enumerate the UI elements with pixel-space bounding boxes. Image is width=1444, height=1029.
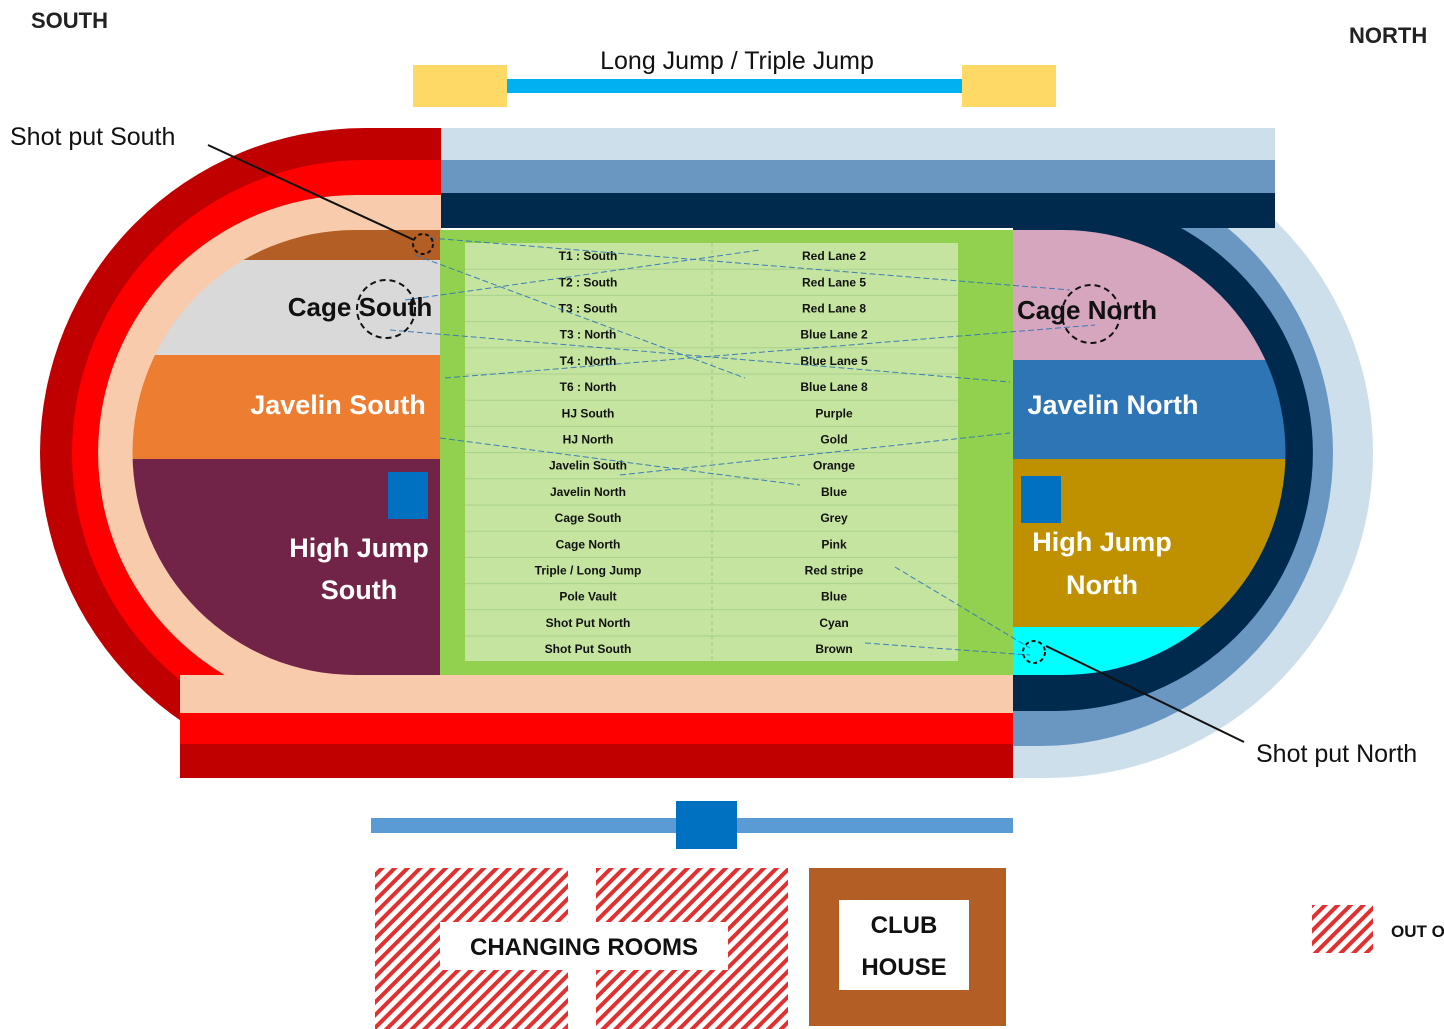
key-table-colour: Red Lane 8 xyxy=(802,302,866,316)
key-table-event: T2 : South xyxy=(559,275,618,289)
back-straight-navy xyxy=(441,193,1275,228)
key-table-colour: Brown xyxy=(815,642,852,656)
lower-runway-box xyxy=(676,801,737,849)
javelin-south-label: Javelin South xyxy=(250,390,426,420)
runway-strip xyxy=(507,79,962,93)
key-table-colour: Red stripe xyxy=(805,564,864,578)
cage-south-circle xyxy=(356,279,416,339)
key-table-event: T3 : South xyxy=(559,302,618,316)
javelin-south-area xyxy=(132,355,440,459)
key-table-rules xyxy=(465,268,958,637)
club-house-label-1: CLUB xyxy=(871,912,938,939)
key-table-event: T1 : South xyxy=(559,249,618,263)
key-table-colour: Blue Lane 5 xyxy=(800,354,868,368)
shot-put-south-pointer xyxy=(207,144,415,241)
key-table-event: Javelin North xyxy=(550,485,626,499)
home-straight-red xyxy=(180,713,1013,744)
key-table-event: Shot Put North xyxy=(546,616,631,630)
key-table-event: T4 : North xyxy=(560,354,617,368)
shot-put-north-pointer xyxy=(1045,645,1245,743)
key-table-colour: Blue Lane 8 xyxy=(800,380,868,394)
key-table-event: Javelin South xyxy=(549,459,627,473)
high-jump-south-label-1: High Jump xyxy=(289,533,429,563)
key-table-colour: Grey xyxy=(820,511,848,525)
north-corner-label: NORTH xyxy=(1349,23,1427,48)
high-jump-south-label-2: South xyxy=(321,575,397,605)
key-table-event: Cage South xyxy=(555,511,622,525)
key-table-bg xyxy=(465,243,958,661)
home-straight-dark-red xyxy=(180,744,1013,778)
out-of-bounds-label: OUT OF BOUNDS xyxy=(1391,922,1444,941)
key-table-colour: Blue Lane 2 xyxy=(800,328,868,342)
javelin-north-label: Javelin North xyxy=(1027,390,1198,420)
javelin-north-area xyxy=(1013,360,1286,459)
high-jump-north-label-2: North xyxy=(1066,570,1138,600)
pole-vault-box-north xyxy=(1021,476,1061,523)
high-jump-north-label-1: High Jump xyxy=(1032,527,1172,557)
home-straight-peach xyxy=(180,675,1013,713)
key-table-colour: Pink xyxy=(821,537,847,551)
key-table-event: T3 : North xyxy=(560,328,617,342)
key-table-colour: Purple xyxy=(815,406,853,420)
changing-rooms-label-box xyxy=(440,922,728,970)
key-table-event: HJ South xyxy=(562,406,615,420)
key-table: T1 : South Red Lane 2 T2 : South Red Lane 5… xyxy=(535,249,868,656)
key-table-colour: Blue xyxy=(821,590,847,604)
key-table-event: T6 : North xyxy=(560,380,617,394)
key-table-event: Triple / Long Jump xyxy=(535,564,642,578)
key-table-colour: Orange xyxy=(813,459,855,473)
key-table-event: Pole Vault xyxy=(559,590,616,604)
key-table-colour: Cyan xyxy=(819,616,848,630)
south-corner-label: SOUTH xyxy=(31,8,108,33)
club-house-label-2: HOUSE xyxy=(861,954,946,981)
shot-put-south-circle xyxy=(412,233,434,255)
shot-put-south-callout: Shot put South xyxy=(10,123,175,151)
shot-put-north-callout: Shot put North xyxy=(1256,740,1417,768)
club-house-label-box xyxy=(839,900,969,990)
key-table-event: HJ North xyxy=(563,433,614,447)
runway-label: Long Jump / Triple Jump xyxy=(600,47,874,75)
key-table-event: Cage North xyxy=(556,537,621,551)
leader-lines xyxy=(389,237,1096,656)
key-table-colour: Red Lane 2 xyxy=(802,249,866,263)
key-table-colour: Blue xyxy=(821,485,847,499)
runway-sand-pit-north xyxy=(962,65,1056,107)
key-table-event: Shot Put South xyxy=(545,642,632,656)
out-of-bounds-swatch xyxy=(1312,905,1373,953)
changing-rooms-label: CHANGING ROOMS xyxy=(470,934,698,961)
back-straight-steel-blue xyxy=(441,160,1275,193)
back-straight-pale-blue xyxy=(441,128,1275,160)
cage-north-circle xyxy=(1061,284,1121,344)
cage-north-label: Cage North xyxy=(1017,295,1157,325)
key-table-colour: Gold xyxy=(820,433,847,447)
pole-vault-box-south xyxy=(388,472,428,519)
cage-south-label: Cage South xyxy=(288,292,432,322)
shot-put-north-circle xyxy=(1022,640,1046,664)
key-table-colour: Red Lane 5 xyxy=(802,275,866,289)
runway-sand-pit-south xyxy=(413,65,507,107)
